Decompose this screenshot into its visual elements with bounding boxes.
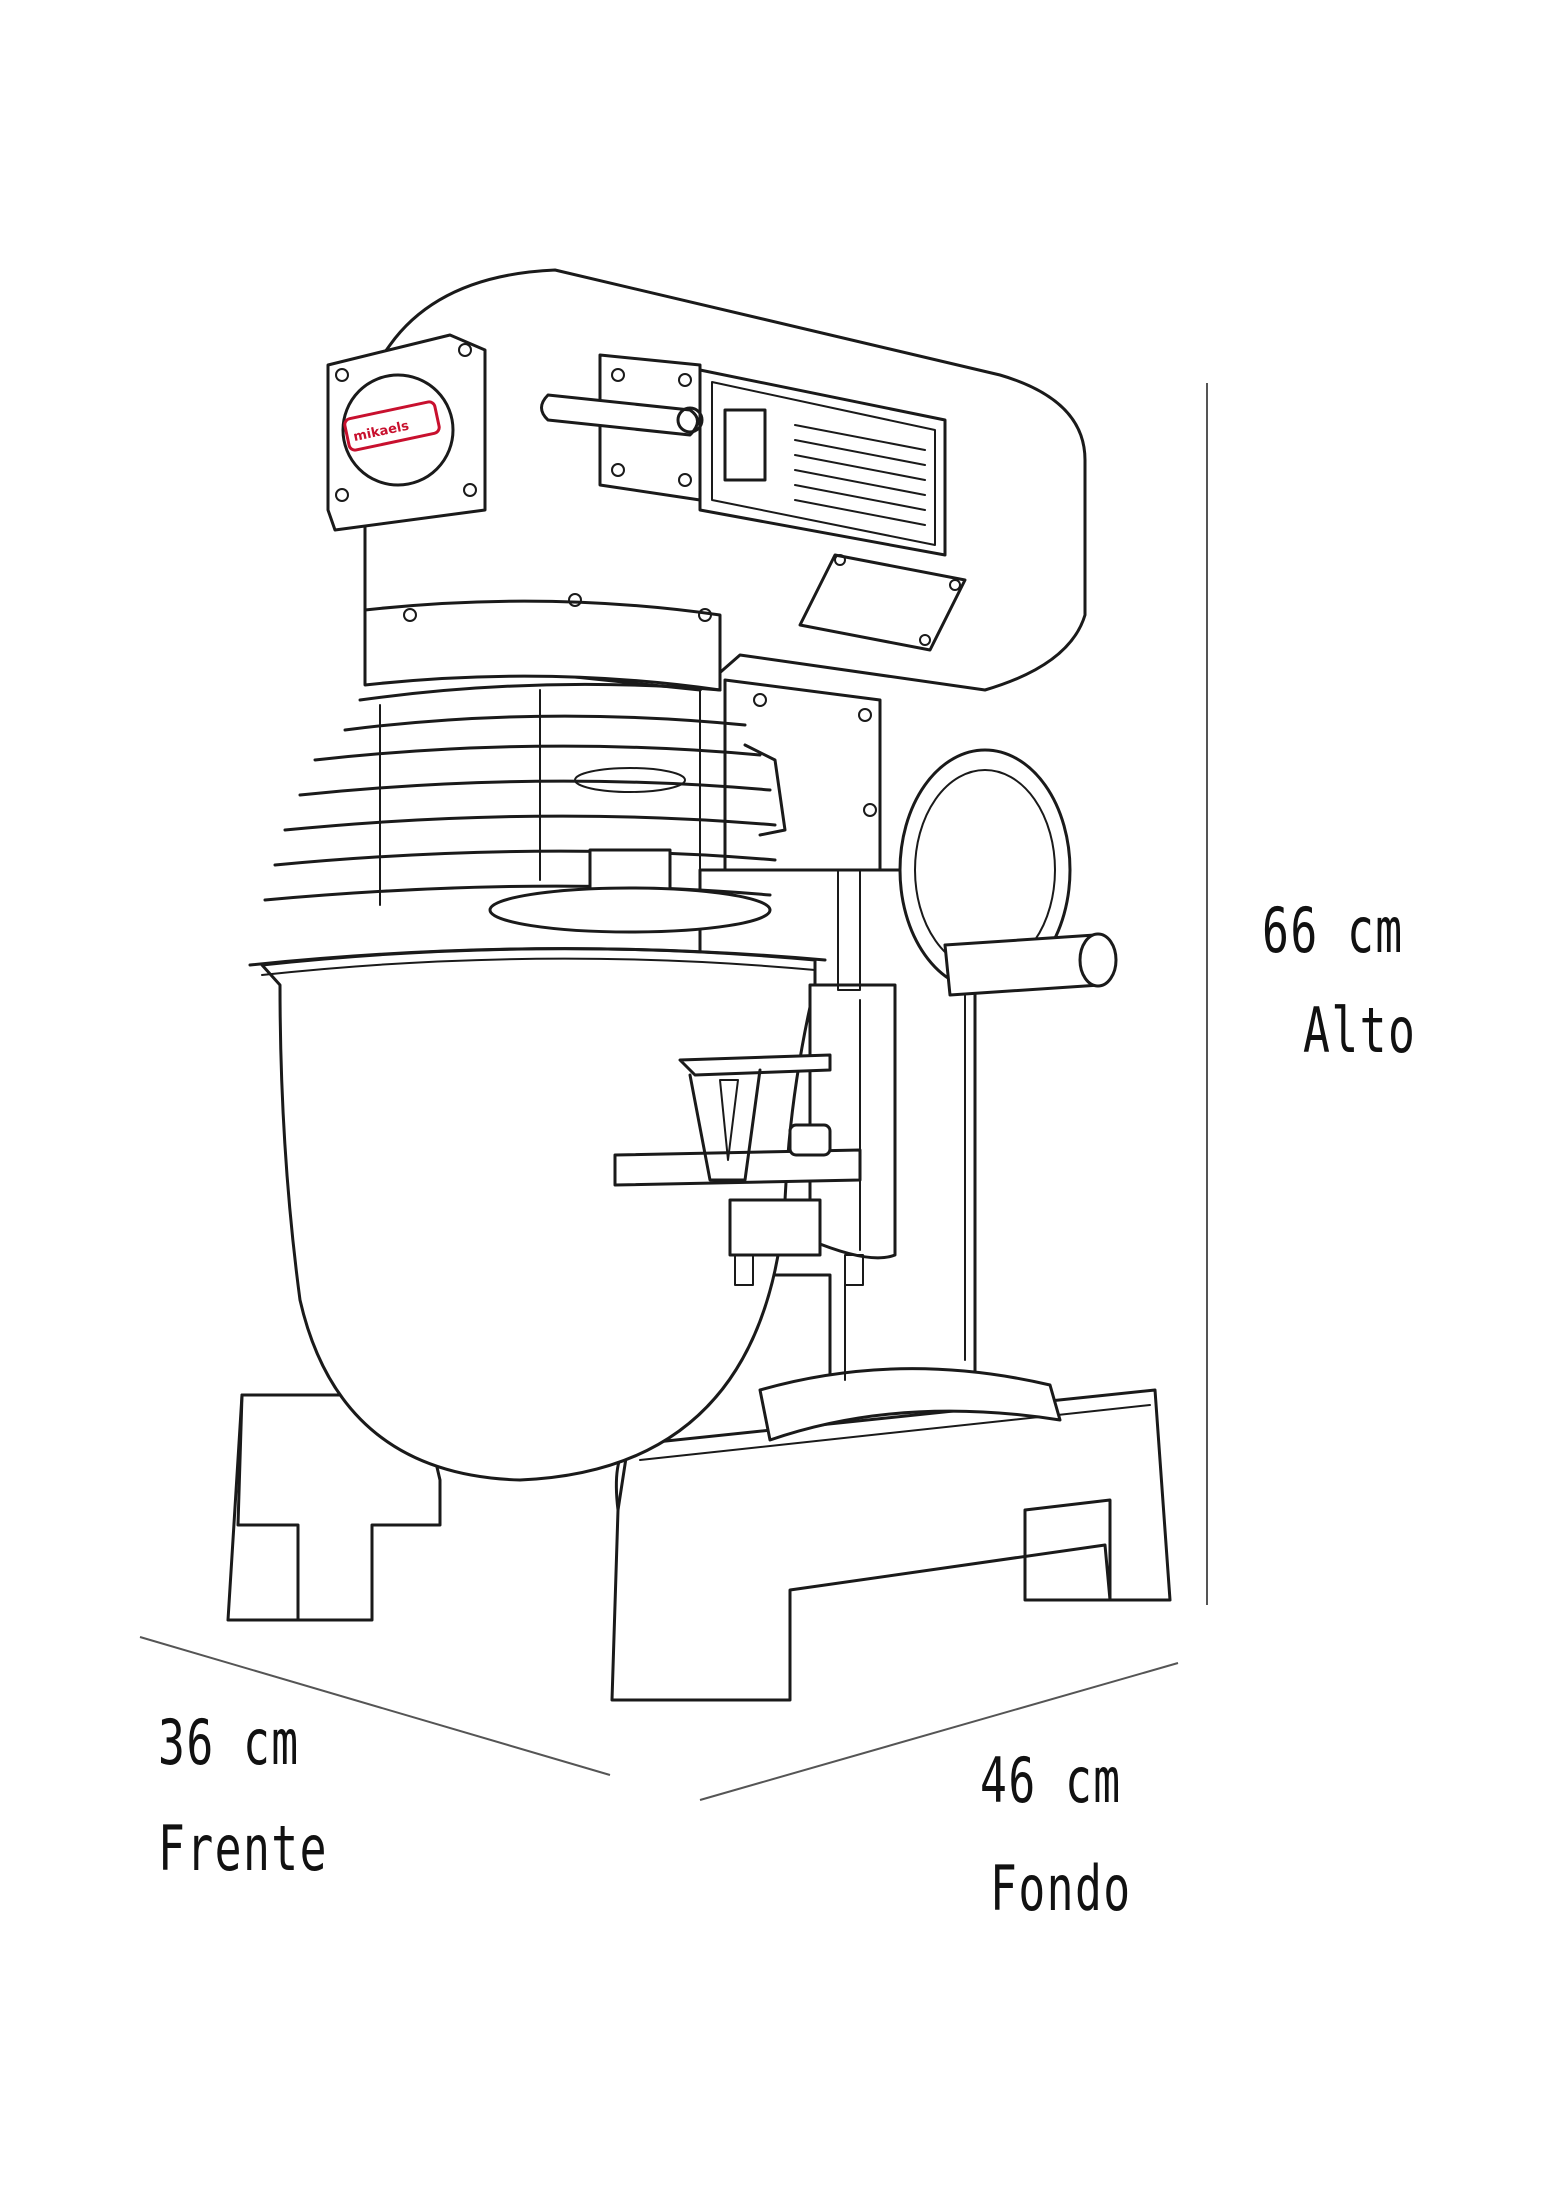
- brand-logo-badge: [343, 400, 441, 452]
- bowl-shaft: [488, 767, 772, 934]
- depth-dimension-line: [699, 1662, 1179, 1801]
- mixer-bowl: [248, 947, 827, 1482]
- height-label: Alto: [1303, 994, 1417, 1067]
- handwheel: [898, 748, 1118, 997]
- width-label: Frente: [158, 1812, 328, 1885]
- depth-label: Fondo: [990, 1852, 1132, 1925]
- depth-value: 46 cm: [980, 1744, 1122, 1817]
- width-dimension-line: [139, 1636, 611, 1776]
- base-feet: [226, 1388, 1172, 1702]
- width-value: 36 cm: [158, 1706, 300, 1779]
- height-value: 66 cm: [1262, 894, 1404, 967]
- bowl-clamp: [613, 869, 897, 1286]
